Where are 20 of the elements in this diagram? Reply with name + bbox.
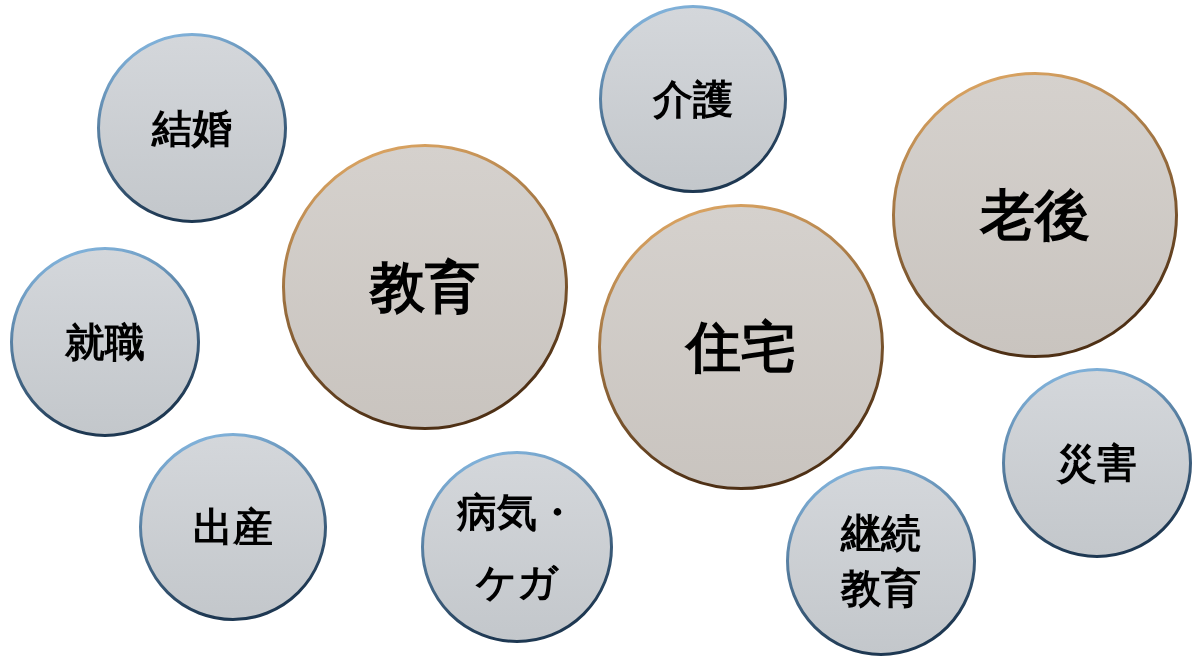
topic-label: 災害 bbox=[1057, 439, 1137, 487]
topic-circle bbox=[598, 204, 884, 490]
topic-label: 就職 bbox=[65, 318, 145, 366]
topic-label: 病気・ケガ bbox=[455, 488, 578, 607]
topic-circle bbox=[786, 466, 976, 656]
topic-label: 介護 bbox=[653, 75, 733, 123]
topic-label: 結婚 bbox=[152, 104, 232, 152]
topic-circle bbox=[892, 72, 1178, 358]
topic-label: 出産 bbox=[193, 503, 273, 551]
topic-circle bbox=[282, 144, 568, 430]
topic-label: 老後 bbox=[980, 182, 1090, 248]
topic-label: 継続教育 bbox=[839, 508, 922, 613]
topic-label: 住宅 bbox=[686, 314, 796, 380]
topic-circle bbox=[1002, 368, 1192, 558]
topic-circle bbox=[97, 33, 287, 223]
topic-circle bbox=[599, 5, 787, 193]
topic-circle bbox=[10, 247, 200, 437]
topic-label: 教育 bbox=[370, 254, 480, 320]
topic-circle bbox=[421, 451, 613, 643]
topic-circle bbox=[139, 433, 327, 621]
